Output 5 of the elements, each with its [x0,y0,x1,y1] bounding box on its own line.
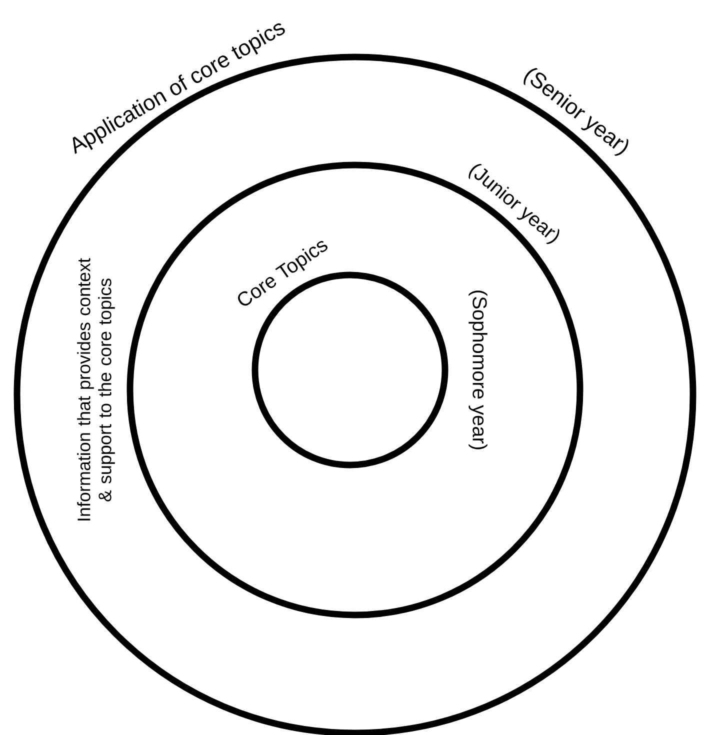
ring-label: Information that provides context & support to the core topics [77,258,115,520]
ring [77,162,584,618]
ring-label: (Sophomore year) [468,290,488,450]
ring [238,240,488,468]
ring [14,23,696,735]
